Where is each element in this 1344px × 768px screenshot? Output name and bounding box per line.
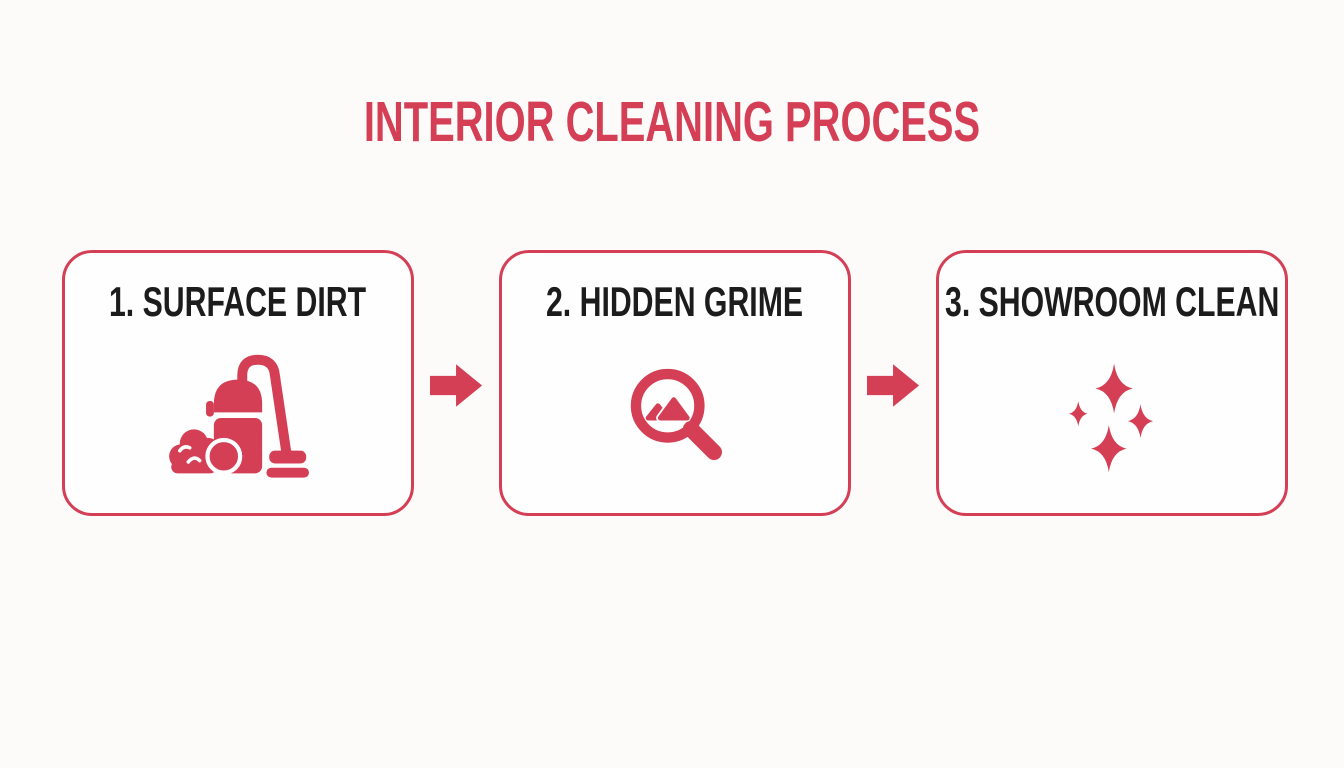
arrow-right-icon [851, 363, 936, 408]
page-title: INTERIOR CLEANING PROCESS [363, 90, 981, 154]
step-label: 2. HIDDEN GRIME [546, 278, 804, 325]
step-label: 1. SURFACE DIRT [109, 278, 367, 325]
arrow-right-icon [414, 363, 499, 408]
process-steps-row: 1. SURFACE DIRT [62, 250, 1288, 516]
magnifying-glass-icon [502, 323, 848, 513]
step-card-hidden-grime: 2. HIDDEN GRIME [499, 250, 851, 516]
step-label: 3. SHOWROOM CLEAN [944, 278, 1280, 325]
step-card-surface-dirt: 1. SURFACE DIRT [62, 250, 414, 516]
vacuum-icon [65, 323, 411, 513]
sparkles-icon [939, 323, 1285, 513]
step-card-showroom-clean: 3. SHOWROOM CLEAN [936, 250, 1288, 516]
